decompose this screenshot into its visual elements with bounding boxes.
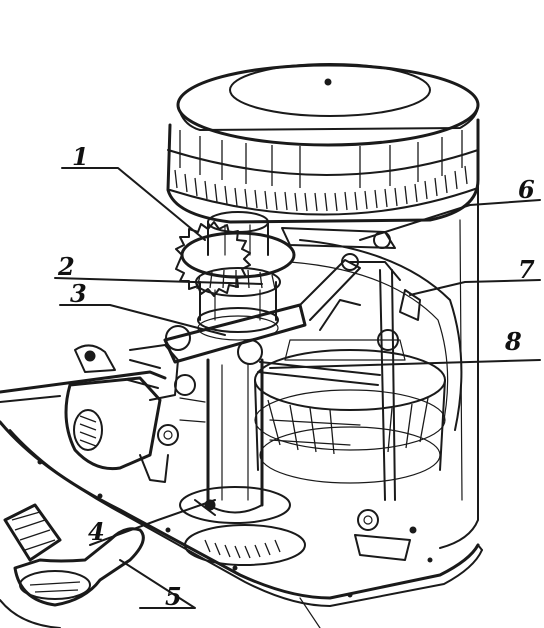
starter-handle-icon: [0, 503, 145, 628]
carburetor-icon: [64, 344, 206, 483]
callout-8: 8: [504, 327, 522, 356]
gear-stack: [175, 211, 296, 341]
callout-3: 3: [70, 279, 87, 308]
callout-labels: 1 2 3 4 5 6 7 8: [57, 142, 535, 611]
base-plate: [0, 370, 483, 628]
callout-6: 6: [518, 175, 535, 204]
callout-2: 2: [57, 252, 75, 281]
main-shaft-column: [179, 358, 306, 566]
top-cover: [166, 63, 480, 224]
linkage-assembly: [257, 227, 421, 561]
callout-1: 1: [72, 142, 89, 171]
callout-4: 4: [88, 517, 105, 546]
leader-lines: [54, 167, 541, 609]
engine-housing: [254, 179, 479, 549]
callout-7: 7: [518, 255, 535, 284]
callout-5: 5: [165, 582, 182, 611]
